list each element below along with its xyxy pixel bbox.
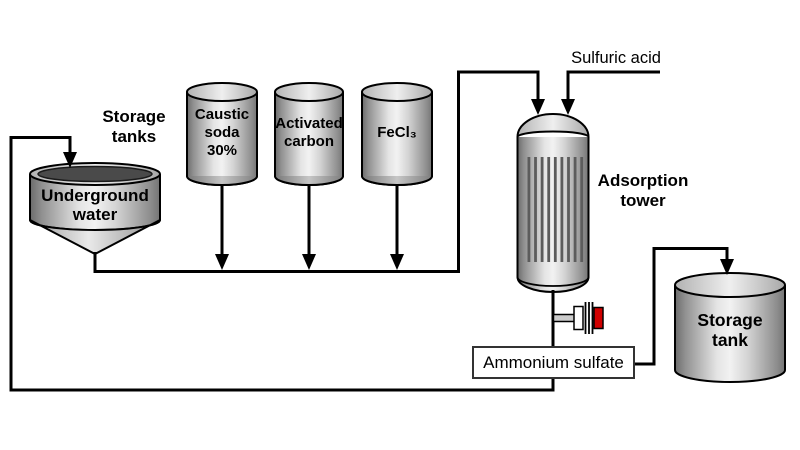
ammonium-sulfate-label: Ammonium sulfate: [483, 353, 624, 372]
activated-carbon-bottom: [274, 175, 344, 186]
activated-carbon-feed: [302, 184, 316, 270]
storage-tank-label: Storage tank: [697, 310, 763, 350]
arrow-into-tower-left: [531, 99, 545, 115]
arrow-activated-carbon: [302, 254, 316, 270]
activated-carbon-label: Activated carbon: [275, 115, 343, 150]
pump: [552, 302, 604, 334]
fecl3-feed: [390, 184, 404, 270]
fecl3-bottom: [361, 175, 433, 186]
underground-water-tank: [28, 162, 162, 256]
tower-dome: [516, 113, 590, 138]
caustic-soda-bottom: [186, 175, 258, 186]
storage-tanks-label: Storage tanks: [102, 107, 166, 146]
storage-tank-body: [674, 285, 786, 383]
product-pipe: [634, 247, 734, 366]
fecl3-label: FeCl₃: [377, 124, 417, 141]
fecl3-top: [361, 82, 433, 102]
arrow-into-underground-tank: [63, 152, 77, 168]
underground-tank-opening: [37, 165, 153, 183]
caustic-soda-top: [186, 82, 258, 102]
sulfuric-acid-feed: [561, 70, 660, 115]
ammonium-sulfate-box: [472, 346, 635, 379]
arrow-fecl3: [390, 254, 404, 270]
sulfuric-acid-label: Sulfuric acid: [571, 49, 661, 67]
underground-water-label: Underground water: [41, 186, 149, 224]
caustic-soda-label: Caustic soda 30%: [194, 106, 250, 159]
arrow-into-storage-tank: [720, 259, 734, 275]
arrow-caustic-soda: [215, 254, 229, 270]
adsorption-tower-label: Adsorption tower: [597, 171, 689, 210]
pump-motor-red-cap: [593, 306, 604, 330]
storage-tank: [674, 272, 786, 383]
caustic-soda-feed: [215, 184, 229, 270]
storage-tank-top: [674, 272, 786, 298]
pump-body: [573, 305, 584, 331]
activated-carbon-top: [274, 82, 344, 102]
adsorption-tower: [516, 113, 590, 293]
underground-tank-funnel: [28, 218, 162, 256]
caustic-soda-tank: [186, 82, 258, 186]
tower-slats: [527, 157, 584, 262]
recycle-pipe: [9, 136, 553, 392]
pump-shaft: [552, 313, 576, 323]
tower-bottom-seam: [516, 276, 590, 287]
arrow-sulfuric-acid: [561, 99, 575, 115]
activated-carbon-tank: [274, 82, 344, 186]
feed-collector-line: [93, 70, 545, 273]
